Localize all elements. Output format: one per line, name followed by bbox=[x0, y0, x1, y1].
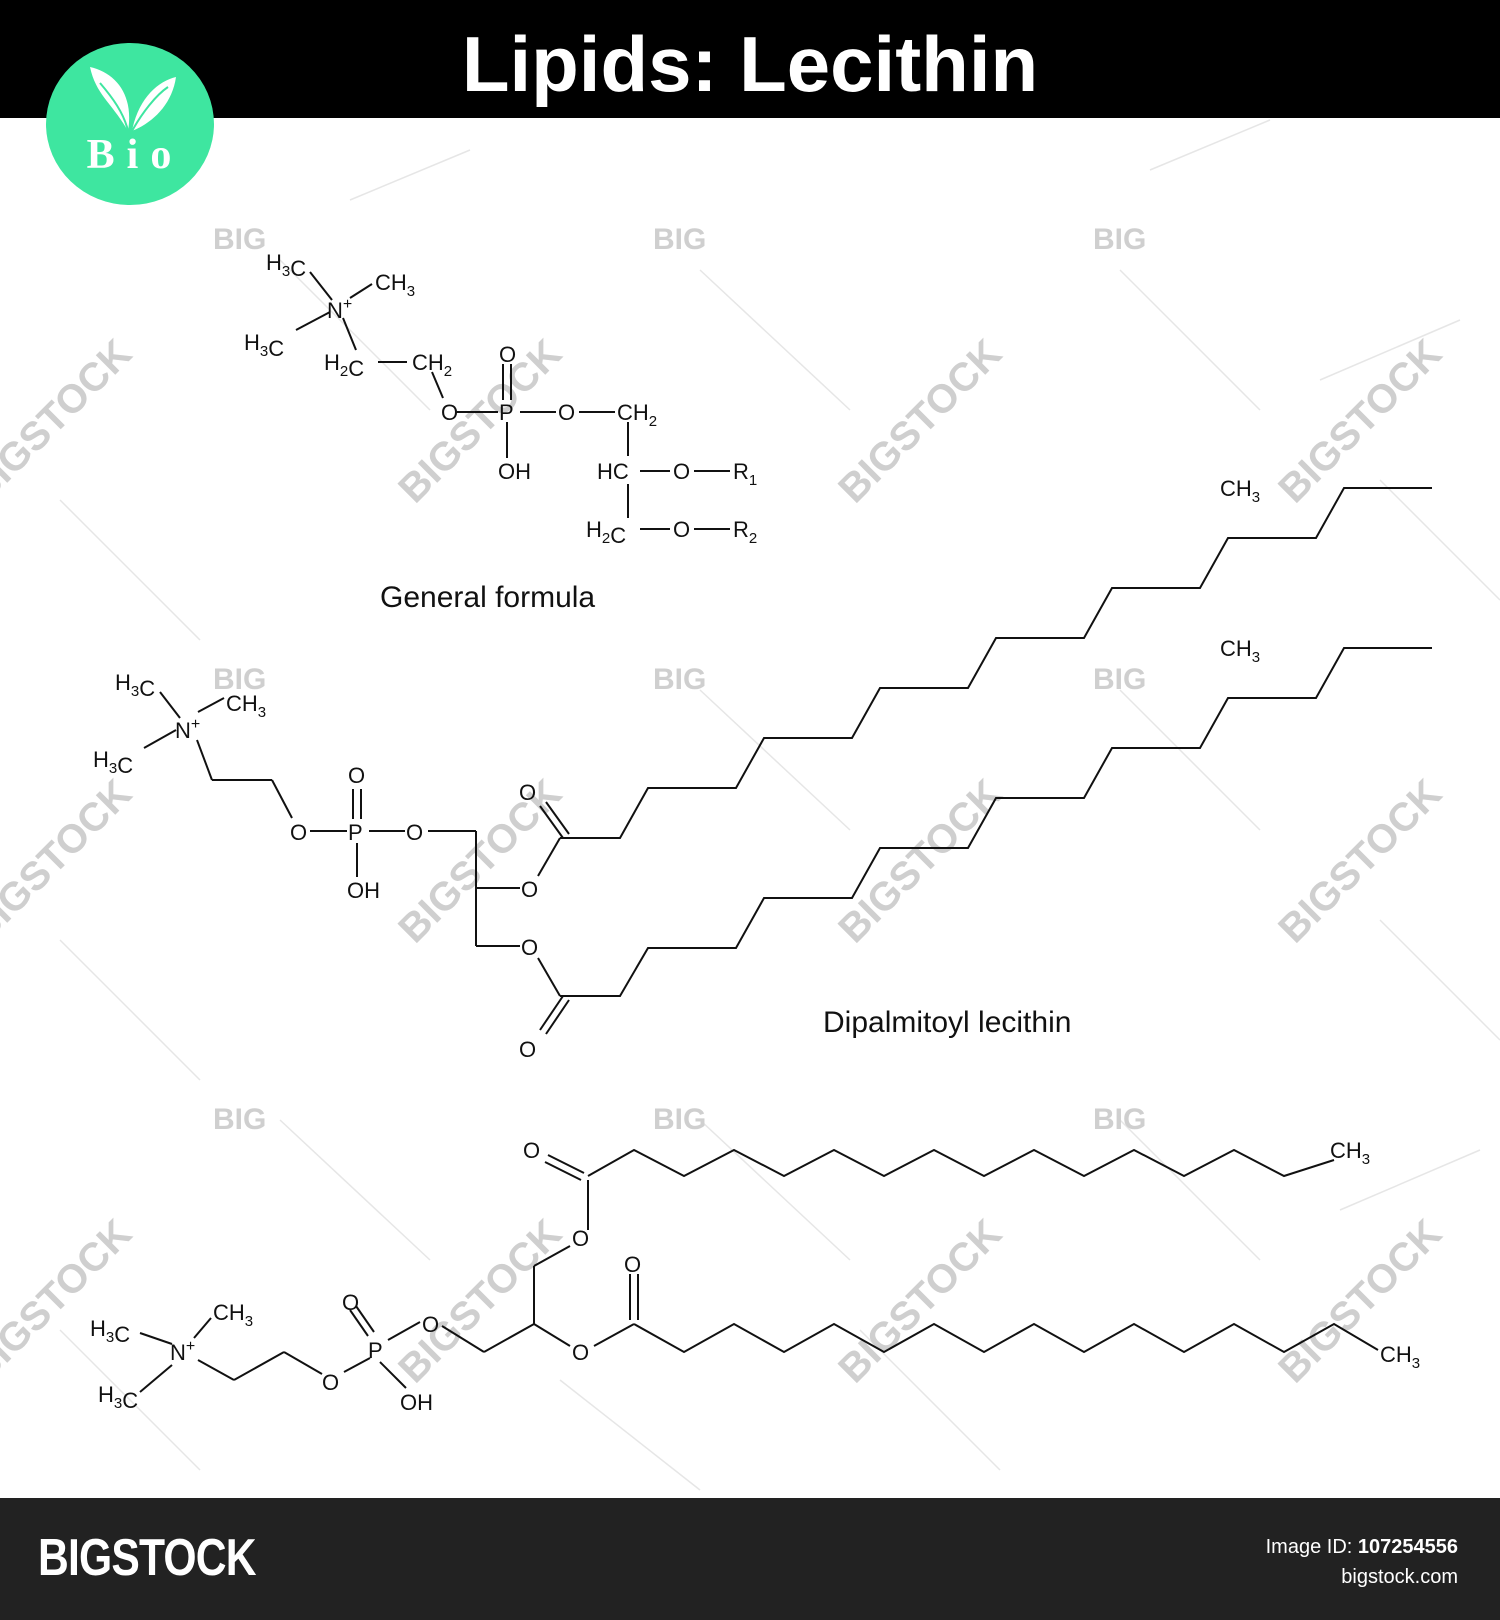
atom-label: O bbox=[499, 342, 516, 367]
atom-label: O bbox=[406, 820, 423, 845]
atom-label: O bbox=[523, 1138, 540, 1163]
skeletal-lecithin-structure: H3C CH3 H3C N+ O O P O OH O O O O CH3 CH… bbox=[90, 1138, 1420, 1415]
image-meta: Image ID: 107254556 bigstock.com bbox=[1266, 1532, 1458, 1592]
atom-label: O bbox=[521, 877, 538, 902]
atom-label: O bbox=[673, 517, 690, 542]
atom-label: CH2 bbox=[617, 400, 657, 430]
atom-label: R2 bbox=[733, 517, 757, 547]
atom-label: CH3 bbox=[226, 691, 266, 721]
leaf-sprout-icon bbox=[90, 67, 176, 132]
atom-label: O bbox=[441, 400, 458, 425]
site-link[interactable]: bigstock.com bbox=[1341, 1566, 1458, 1588]
watermark-layer: BIG BIG BIG BIG BIG BIG BIG BIG BIG BIGS… bbox=[0, 119, 1500, 1491]
palmitoyl-chain-top bbox=[587, 1148, 1335, 1178]
general-formula-caption: General formula bbox=[380, 581, 595, 614]
atom-label: H3C bbox=[93, 747, 133, 778]
image-id-value: 107254556 bbox=[1357, 1536, 1458, 1558]
atom-label: O bbox=[572, 1226, 589, 1251]
atom-label: O bbox=[572, 1340, 589, 1365]
dipalmitoyl-lecithin-structure: H3C CH3 H3C N+ O P O O OH O O O O CH3 CH… bbox=[93, 476, 1432, 1062]
atom-label: H3C bbox=[115, 670, 155, 701]
atom-label: CH3 bbox=[1380, 1342, 1420, 1372]
structure-diagram: H3C CH3 H3C N+ H2C CH2 O P O O OH CH2 HC… bbox=[90, 250, 1432, 1415]
image-id-label: Image ID: bbox=[1265, 1536, 1353, 1558]
atom-label: N+ bbox=[327, 296, 352, 323]
atom-label: OH bbox=[400, 1390, 433, 1415]
atom-label: H3C bbox=[244, 330, 284, 361]
atom-label: CH3 bbox=[1220, 636, 1260, 666]
atom-label: O bbox=[521, 935, 538, 960]
footer-bar: BIGSTOCK Image ID: 107254556 bigstock.co… bbox=[0, 1498, 1500, 1620]
badge-label: Bio bbox=[86, 132, 184, 178]
atom-label: R1 bbox=[733, 459, 757, 489]
general-formula-structure: H3C CH3 H3C N+ H2C CH2 O P O O OH CH2 HC… bbox=[244, 250, 757, 614]
watermark-big: BIG bbox=[653, 663, 706, 696]
palmitoyl-chain-lower bbox=[560, 647, 1432, 997]
atom-label: P bbox=[348, 820, 363, 845]
watermark-big: BIG bbox=[1093, 223, 1146, 256]
palmitoyl-chain-upper bbox=[560, 487, 1432, 839]
atom-label: N+ bbox=[175, 716, 200, 743]
atom-label: HC bbox=[597, 459, 629, 484]
atom-label: O bbox=[519, 780, 536, 805]
atom-label: O bbox=[342, 1290, 359, 1315]
atom-label: H3C bbox=[98, 1382, 138, 1413]
title-bar: Lipids: Lecithin bbox=[0, 0, 1500, 118]
atom-label: P bbox=[368, 1338, 383, 1363]
atom-label: CH2 bbox=[412, 350, 452, 380]
watermark-big: BIG bbox=[213, 663, 266, 696]
dipalmitoyl-lecithin-caption: Dipalmitoyl lecithin bbox=[823, 1006, 1071, 1039]
atom-label: H3C bbox=[90, 1316, 130, 1347]
atom-label: O bbox=[322, 1370, 339, 1395]
atom-label: O bbox=[673, 459, 690, 484]
atom-label: O bbox=[422, 1312, 439, 1337]
atom-label: H2C bbox=[324, 350, 364, 381]
page-title: Lipids: Lecithin bbox=[461, 20, 1039, 108]
atom-label: CH3 bbox=[375, 270, 415, 300]
bigstock-logo: BIGSTOCK bbox=[38, 1529, 257, 1587]
atom-label: CH3 bbox=[213, 1300, 253, 1330]
watermark-big: BIG bbox=[1093, 663, 1146, 696]
atom-label: O bbox=[290, 820, 307, 845]
atom-label: OH bbox=[498, 459, 531, 484]
atom-label: CH3 bbox=[1220, 476, 1260, 506]
image-id-row: Image ID: 107254556 bbox=[1266, 1532, 1458, 1562]
atom-label: H2C bbox=[586, 517, 626, 548]
atom-label: O bbox=[348, 763, 365, 788]
atom-label: O bbox=[519, 1037, 536, 1062]
atom-label: OH bbox=[347, 878, 380, 903]
palmitoyl-chain-bottom bbox=[633, 1322, 1379, 1354]
watermark-big: BIG bbox=[213, 223, 266, 256]
atom-label: O bbox=[624, 1252, 641, 1277]
atom-label: N+ bbox=[170, 1338, 195, 1365]
bio-badge: Bio bbox=[46, 43, 214, 205]
atom-label: CH3 bbox=[1330, 1138, 1370, 1168]
atom-label: H3C bbox=[266, 250, 306, 281]
watermark-big: BIG bbox=[653, 223, 706, 256]
watermark-big: BIG bbox=[653, 1103, 706, 1136]
watermark-big: BIG bbox=[1093, 1103, 1146, 1136]
atom-label: O bbox=[558, 400, 575, 425]
watermark-big: BIG bbox=[213, 1103, 266, 1136]
atom-label: P bbox=[499, 400, 514, 425]
